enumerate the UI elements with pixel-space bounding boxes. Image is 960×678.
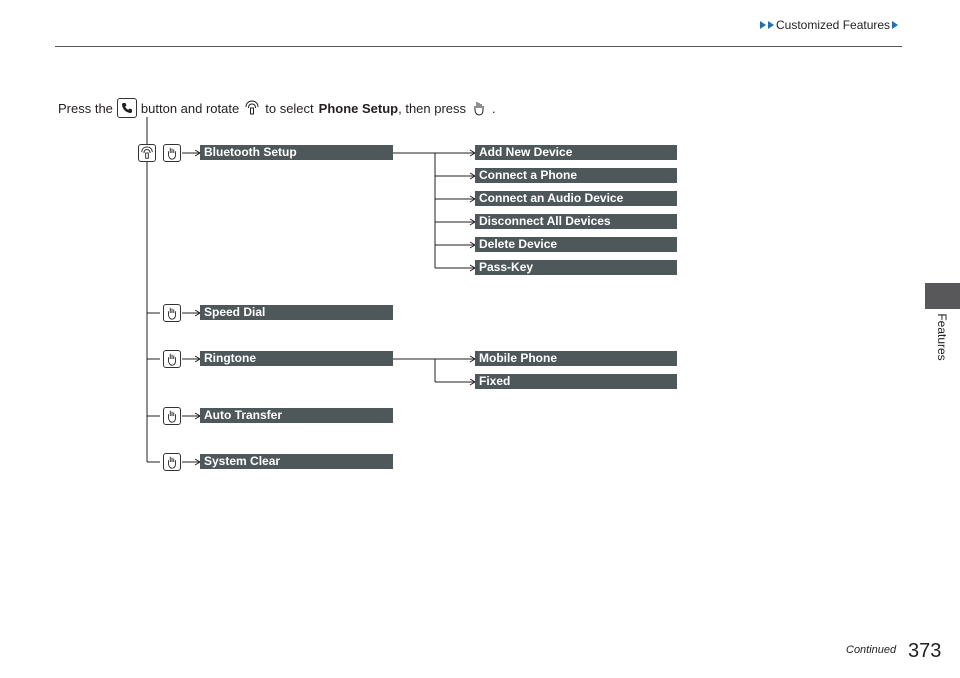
continued-label: Continued xyxy=(846,644,897,656)
press-hand-icon xyxy=(163,304,181,322)
instruction-text: Press the xyxy=(58,100,113,116)
side-tab-marker xyxy=(925,283,960,309)
header-rule xyxy=(55,46,902,47)
press-hand-icon xyxy=(163,453,181,471)
menu-mobile-phone: Mobile Phone xyxy=(475,351,677,366)
arrow-icon xyxy=(768,21,774,29)
menu-add-new-device: Add New Device xyxy=(475,145,677,160)
press-hand-icon xyxy=(163,144,181,162)
menu-delete-device: Delete Device xyxy=(475,237,677,252)
menu-pass-key: Pass-Key xyxy=(475,260,677,275)
press-hand-icon xyxy=(470,99,488,117)
press-hand-icon xyxy=(163,350,181,368)
instruction: Press the button and rotate to select Ph… xyxy=(58,98,496,118)
interface-dial-icon xyxy=(243,99,261,117)
menu-connect-a-phone: Connect a Phone xyxy=(475,168,677,183)
phone-button-icon xyxy=(116,98,137,118)
page-number: 373 xyxy=(908,640,942,662)
instruction-bold-text: Phone Setup xyxy=(318,100,399,116)
menu-connect-audio-device: Connect an Audio Device xyxy=(475,191,677,206)
menu-ringtone: Ringtone xyxy=(200,351,393,366)
instruction-text: , then press xyxy=(398,100,467,116)
press-hand-icon xyxy=(163,407,181,425)
interface-dial-icon xyxy=(138,144,156,162)
menu-fixed: Fixed xyxy=(475,374,677,389)
menu-speed-dial: Speed Dial xyxy=(200,305,393,320)
menu-disconnect-all-devices: Disconnect All Devices xyxy=(475,214,677,229)
instruction-text: to select xyxy=(265,100,314,116)
menu-bluetooth-setup: Bluetooth Setup xyxy=(200,145,393,160)
menu-system-clear: System Clear xyxy=(200,454,393,469)
breadcrumb: Customized Features xyxy=(760,18,899,32)
menu-auto-transfer: Auto Transfer xyxy=(200,408,393,423)
instruction-text: . xyxy=(492,100,496,116)
section-title: Customized Features xyxy=(776,18,891,32)
instruction-text: button and rotate xyxy=(140,100,240,116)
arrow-icon xyxy=(760,21,766,29)
arrow-icon xyxy=(892,21,899,29)
